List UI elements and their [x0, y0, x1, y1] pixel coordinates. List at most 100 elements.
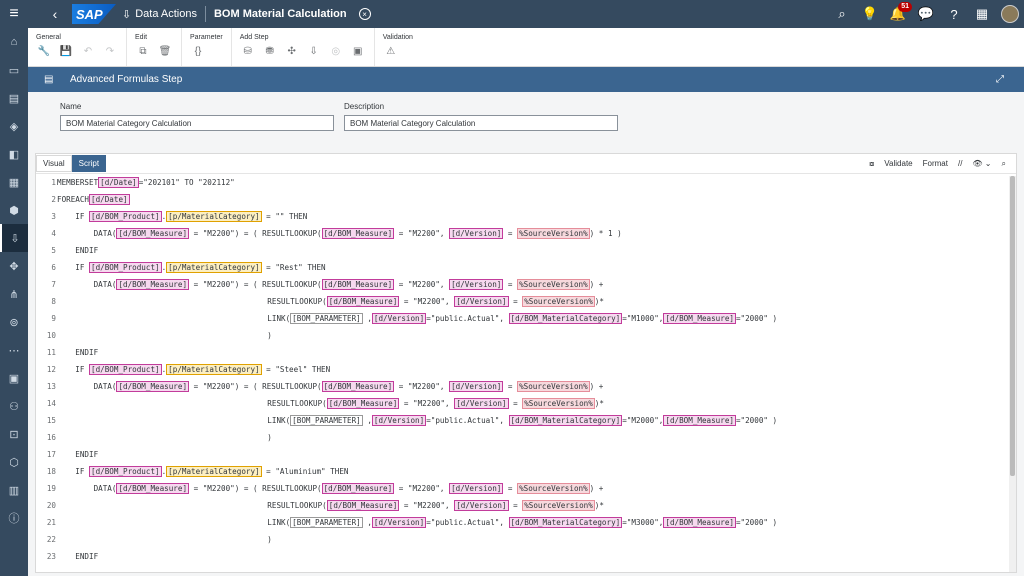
avatar[interactable]	[996, 0, 1024, 28]
embed-icon[interactable]: ▣	[352, 46, 363, 57]
line-number: 1	[51, 178, 56, 187]
sap-logo[interactable]: SAP	[72, 4, 116, 24]
description-input[interactable]: BOM Material Category Calculation	[344, 115, 618, 131]
feedback-icon[interactable]: 💬	[917, 6, 935, 21]
code-line[interactable]: IF [d/BOM_Product].[p/MaterialCategory] …	[57, 364, 331, 375]
code-line[interactable]: LINK([BOM_PARAMETER] ,[d/Version]="publi…	[57, 517, 778, 528]
share-icon[interactable]: ⋔	[9, 288, 19, 301]
files-icon[interactable]: ▭	[8, 64, 20, 77]
code-line[interactable]: IF [d/BOM_Product].[p/MaterialCategory] …	[57, 466, 349, 477]
code-line[interactable]: RESULTLOOKUP([d/BOM_Measure] = "M2200", …	[57, 296, 604, 307]
avatar-image	[1001, 5, 1019, 23]
security-icon[interactable]: ⊡	[9, 428, 19, 441]
expand-icon[interactable]: ⤢	[996, 74, 1004, 85]
conversion-icon[interactable]: ◎	[331, 46, 341, 57]
format-button[interactable]: Format	[922, 159, 948, 168]
copy-icon[interactable]: ⧉	[139, 46, 147, 57]
data-actions-icon[interactable]: ⇩	[0, 224, 28, 252]
delete-icon[interactable]: 🗑	[158, 46, 172, 57]
group-add-step: Add Step ⛁⛃✣⇩◎▣	[232, 28, 375, 66]
line-number: 11	[46, 348, 56, 357]
workflow-icon[interactable]: ⋯	[8, 344, 20, 357]
grid-icon[interactable]: ▦	[975, 6, 989, 21]
line-number: 20	[46, 501, 56, 510]
tab-script[interactable]: Script	[71, 155, 107, 172]
divider	[204, 6, 206, 22]
stories-icon[interactable]: ▤	[8, 92, 20, 105]
code-line[interactable]: DATA([d/BOM_Measure] = "M2200") = ( RESU…	[57, 381, 604, 392]
save-icon[interactable]: 💾	[59, 46, 73, 57]
line-number: 13	[46, 382, 56, 391]
name-label: Name	[60, 102, 82, 111]
code-line[interactable]: IF [d/BOM_Product].[p/MaterialCategory] …	[57, 262, 326, 273]
redo-icon[interactable]: ↷	[105, 46, 115, 57]
code-line[interactable]: )	[57, 331, 272, 340]
binoculars-icon[interactable]: ⊚	[9, 316, 19, 329]
code-line[interactable]: LINK([BOM_PARAMETER] ,[d/Version]="publi…	[57, 415, 778, 426]
code-line[interactable]: )	[57, 433, 272, 442]
search-icon[interactable]: ⌕	[1001, 158, 1006, 168]
code-line[interactable]: )	[57, 535, 272, 544]
code-line[interactable]: RESULTLOOKUP([d/BOM_Measure] = "M2200", …	[57, 398, 604, 409]
line-number: 2	[51, 195, 56, 204]
code-line[interactable]: MEMBERSET[d/Date]="202101" TO "202112"	[57, 177, 235, 188]
code-line[interactable]: DATA([d/BOM_Measure] = "M2200") = ( RESU…	[57, 228, 622, 239]
modeler-icon[interactable]: ⬢	[9, 204, 19, 217]
group-label: General	[36, 34, 61, 41]
cross-copy-icon[interactable]: ⛃	[265, 46, 274, 57]
code-line[interactable]: LINK([BOM_PARAMETER] ,[d/Version]="publi…	[57, 313, 778, 324]
eye-icon[interactable]: 👁 ⌄	[972, 159, 992, 168]
allocation-icon[interactable]: ✣	[287, 46, 296, 57]
name-input[interactable]: BOM Material Category Calculation	[60, 115, 334, 131]
menu-icon[interactable]: ≡	[9, 5, 19, 22]
tab-visual[interactable]: Visual	[36, 155, 72, 172]
home-icon[interactable]: ⌂	[10, 36, 18, 48]
scrollbar[interactable]	[1009, 176, 1016, 572]
validate-icon[interactable]: ⧇	[869, 158, 875, 168]
digital-boardroom-icon[interactable]: ◧	[8, 148, 20, 161]
close-icon[interactable]: ×	[358, 8, 371, 20]
wrench-icon[interactable]: 🔧	[37, 46, 51, 57]
line-number: 7	[51, 280, 56, 289]
line-number: 3	[51, 212, 56, 221]
deployment-icon[interactable]: ⬡	[9, 456, 19, 469]
code-line[interactable]: ENDIF	[57, 348, 99, 357]
warning-icon[interactable]: ⚠	[386, 46, 396, 57]
data-actions-icon: ⇩	[122, 8, 132, 21]
line-number: 6	[51, 263, 56, 272]
info-icon[interactable]: ⓘ	[8, 513, 20, 525]
calendar-icon[interactable]: ▣	[8, 372, 20, 385]
code-line[interactable]: ENDIF	[57, 450, 99, 459]
search-icon[interactable]: ⌕	[838, 6, 846, 21]
bell-icon[interactable]: 🔔51	[884, 0, 912, 28]
help-icon[interactable]: ?	[950, 6, 958, 22]
connections-icon[interactable]: ⚇	[9, 400, 19, 413]
line-number: 18	[46, 467, 56, 476]
code-line[interactable]: RESULTLOOKUP([d/BOM_Measure] = "M2200", …	[57, 500, 604, 511]
line-number: 16	[46, 433, 56, 442]
code-line[interactable]: DATA([d/BOM_Measure] = "M2200") = ( RESU…	[57, 483, 604, 494]
validate-button[interactable]: Validate	[884, 159, 913, 168]
calendar-grid-icon[interactable]: ▦	[8, 176, 20, 189]
code-line[interactable]: FOREACH[d/Date]	[57, 194, 130, 205]
line-number: 22	[46, 535, 56, 544]
content-network-icon[interactable]: ▥	[8, 484, 20, 497]
code-line[interactable]: ENDIF	[57, 246, 99, 255]
analytics-icon[interactable]: ◈	[9, 120, 19, 133]
line-number: 12	[46, 365, 56, 374]
editor-toolbar: Visual Script ⧇ Validate Format // 👁 ⌄ ⌕	[36, 154, 1016, 174]
code-line[interactable]: DATA([d/BOM_Measure] = "M2200") = ( RESU…	[57, 279, 604, 290]
back-icon[interactable]: ‹	[52, 6, 58, 22]
code-line[interactable]: ENDIF	[57, 552, 99, 561]
code-line[interactable]: IF [d/BOM_Product].[p/MaterialCategory] …	[57, 211, 308, 222]
copy-step-icon[interactable]: ⛁	[243, 46, 252, 57]
advanced-formula-icon[interactable]: ⇩	[309, 46, 318, 57]
app-name[interactable]: Data Actions	[135, 8, 197, 20]
lightbulb-icon[interactable]: 💡	[861, 6, 879, 21]
undo-icon[interactable]: ↶	[83, 46, 93, 57]
transform-icon[interactable]: ✥	[9, 260, 19, 273]
comment-button[interactable]: //	[957, 159, 963, 168]
parameter-icon[interactable]: {}	[194, 46, 202, 57]
scrollbar-thumb[interactable]	[1010, 176, 1015, 476]
